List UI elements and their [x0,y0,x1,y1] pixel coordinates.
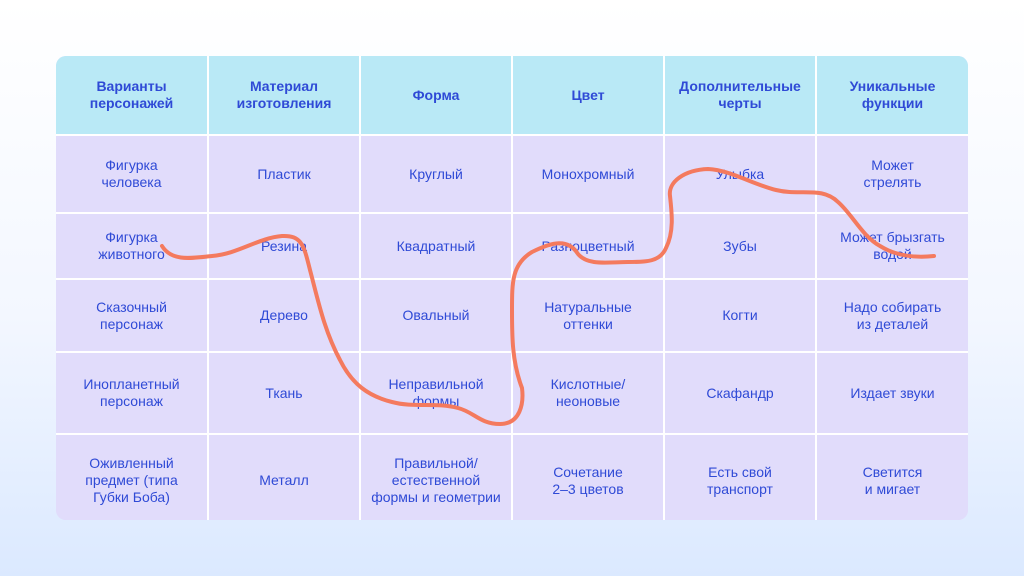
table-header-row: Варианты персонажей Материал изготовлени… [56,56,968,136]
table-cell: Когти [664,279,817,353]
table-cell: Инопланетный персонаж [56,352,209,435]
table-cell: Кислотные/ неоновые [512,352,665,435]
table-row: Фигурка животного Резина Квадратный Разн… [56,213,968,280]
table-cell: Натуральные оттенки [512,279,665,353]
table-cell: Резина [208,213,361,280]
table-cell: Скафандр [664,352,817,435]
table-cell: Улыбка [664,135,817,214]
table-cell: Светится и мигает [816,434,968,520]
header-cell: Материал изготовления [208,56,361,136]
table-cell: Оживленный предмет (типа Губки Боба) [56,434,209,520]
morphological-table: Варианты персонажей Материал изготовлени… [56,56,968,520]
header-cell: Форма [360,56,513,136]
table-cell: Сказочный персонаж [56,279,209,353]
table-row: Сказочный персонаж Дерево Овальный Натур… [56,279,968,353]
table-cell: Может брызгать водой [816,213,968,280]
table-cell: Фигурка животного [56,213,209,280]
table-cell: Сочетание 2–3 цветов [512,434,665,520]
table-cell: Фигурка человека [56,135,209,214]
table-cell: Неправильной формы [360,352,513,435]
table-cell: Металл [208,434,361,520]
table-row: Фигурка человека Пластик Круглый Монохро… [56,135,968,214]
header-cell: Дополнительные черты [664,56,817,136]
table-cell: Квадратный [360,213,513,280]
header-cell: Уникальные функции [816,56,968,136]
table-cell: Круглый [360,135,513,214]
header-cell: Цвет [512,56,665,136]
table-cell: Надо собирать из деталей [816,279,968,353]
table-row: Инопланетный персонаж Ткань Неправильной… [56,352,968,435]
table-cell: Правильной/ естественной формы и геометр… [360,434,513,520]
table-cell: Ткань [208,352,361,435]
morphological-table-card: Варианты персонажей Материал изготовлени… [56,56,968,520]
table-cell: Овальный [360,279,513,353]
table-cell: Может стрелять [816,135,968,214]
table-cell: Пластик [208,135,361,214]
table-cell: Разноцветный [512,213,665,280]
table-cell: Есть свой транспорт [664,434,817,520]
table-cell: Зубы [664,213,817,280]
header-cell: Варианты персонажей [56,56,209,136]
table-row: Оживленный предмет (типа Губки Боба) Мет… [56,434,968,520]
table-cell: Монохромный [512,135,665,214]
table-cell: Дерево [208,279,361,353]
table-cell: Издает звуки [816,352,968,435]
